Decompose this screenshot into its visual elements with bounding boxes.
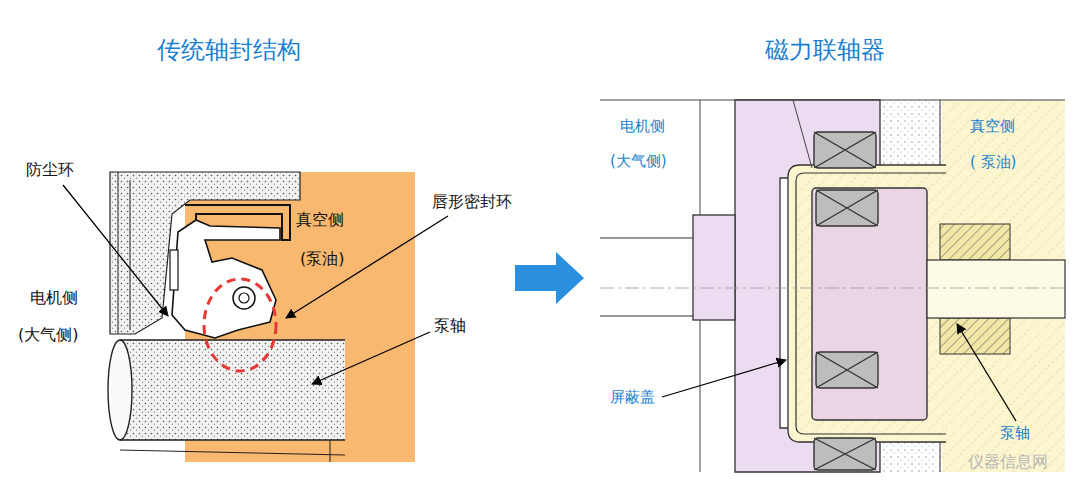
side-label: 真空侧 xyxy=(296,210,344,229)
side-label: ( 泵油) xyxy=(970,153,1016,171)
shaft-seal-figure xyxy=(63,172,448,462)
side-label: 电机侧 xyxy=(620,117,665,135)
part-name: 屏蔽盖 xyxy=(610,388,655,406)
part-name: 唇形密封环 xyxy=(432,192,512,211)
section-title: 传统轴封结构 xyxy=(157,36,301,65)
section-title: 磁力联轴器 xyxy=(765,36,885,65)
watermark: 仪器信息网 xyxy=(968,452,1048,471)
side-label: 电机侧 xyxy=(30,288,78,307)
transition-arrow xyxy=(515,252,584,304)
side-label: (大气侧) xyxy=(610,152,667,170)
magnetic-coupling-figure xyxy=(600,100,1065,472)
part-name: 防尘环 xyxy=(26,160,74,179)
side-label: (泵油) xyxy=(300,249,344,268)
side-label: 真空侧 xyxy=(970,117,1015,135)
part-name: 泵轴 xyxy=(1000,424,1030,442)
part-name: 泵轴 xyxy=(434,316,466,335)
side-label: (大气侧) xyxy=(18,325,78,344)
